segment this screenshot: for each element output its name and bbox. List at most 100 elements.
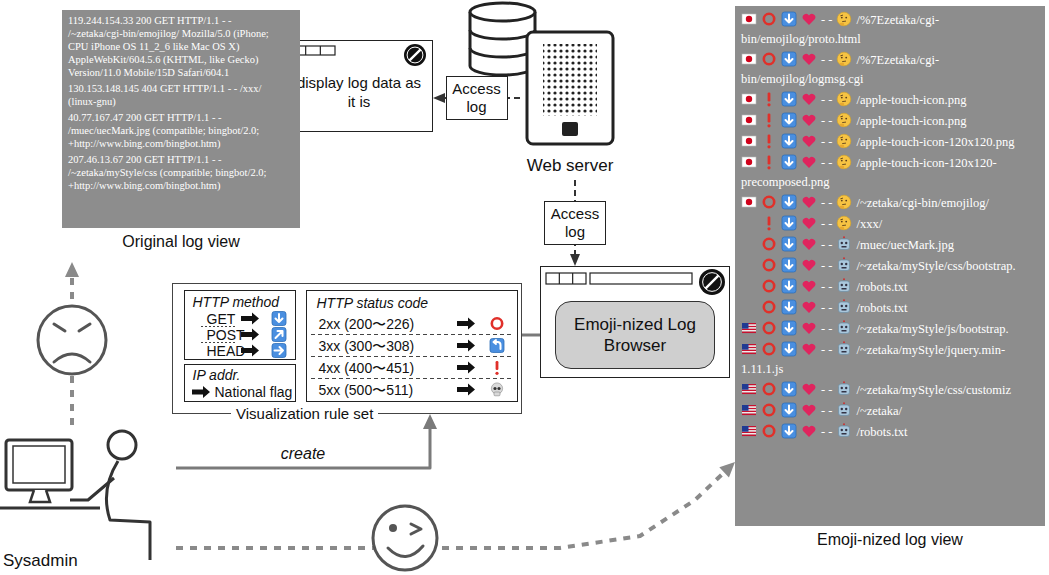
decor-path: [803, 384, 816, 395]
log-row: - -/apple-touch-icon.png: [741, 90, 1041, 111]
arrowhead: [65, 262, 79, 277]
decor-rect: [768, 135, 771, 144]
sad-face: [38, 306, 106, 374]
decor-path: [786, 219, 793, 227]
log-panel: 119.244.154.33 200 GET HTTP/1.1 - - /~ze…: [62, 10, 300, 228]
method-icon: [781, 194, 797, 210]
agent-icon: [836, 402, 852, 418]
decor-rect: [782, 237, 796, 251]
status-icon: [761, 154, 777, 170]
decor-rect: [742, 136, 756, 146]
decor-circle: [767, 103, 770, 106]
decor-g: [803, 94, 816, 105]
decor-circle: [841, 263, 843, 265]
decor-path: [306, 46, 321, 55]
node-label: Web server: [500, 156, 640, 176]
decor-g: [839, 402, 850, 415]
arrowhead: [719, 462, 735, 477]
decor-circle: [838, 113, 852, 127]
arrowhead: [433, 93, 445, 103]
log-field: - -: [821, 343, 832, 357]
decor-circle: [767, 124, 770, 127]
row-separator: [311, 334, 513, 335]
log-path: /robots.txt: [856, 280, 907, 294]
decor-g: [742, 426, 756, 436]
heart-icon: [801, 341, 817, 357]
decor-circle: [373, 506, 437, 570]
decor-circle: [746, 96, 752, 102]
rule-row: 4xx (400〜451): [307, 357, 517, 379]
decor-g: [782, 258, 796, 272]
decor-circle: [767, 166, 770, 169]
log-field: - -: [821, 53, 832, 67]
heart-icon: [801, 154, 817, 170]
decor-rect: [839, 302, 850, 313]
log-field: - -: [821, 259, 832, 273]
rule-box: IP addr.National flag: [184, 364, 296, 402]
decor-circle: [845, 263, 847, 265]
decor-path: [841, 137, 847, 144]
decor-g: [782, 216, 796, 230]
decor-g: [803, 384, 816, 395]
decor-path: [54, 324, 90, 331]
decor-rect: [782, 382, 796, 396]
winking-face: [373, 506, 437, 570]
decor-g: [803, 260, 816, 271]
decor-rect: [742, 432, 756, 433]
log-path: /~zetaka/myStyle/css/bootstrap.: [856, 259, 1015, 273]
decor-circle: [841, 284, 843, 286]
sysadmin-figure: [0, 431, 150, 560]
decor-circle: [495, 371, 498, 374]
decor-rect: [742, 115, 756, 125]
decor-circle: [764, 426, 774, 436]
decor-rect: [742, 197, 756, 207]
log-row: - -/%7Ezetaka/cgi-bin/emojilog/logmsg.cg…: [741, 50, 1041, 90]
flag-icon: [741, 320, 757, 336]
status-icon: [761, 423, 777, 439]
decor-circle: [746, 16, 752, 22]
decor-circle: [845, 305, 847, 307]
decor-path: [493, 340, 500, 349]
edge-label: create: [278, 444, 328, 464]
decor-rect: [839, 323, 850, 334]
log-field: - -: [821, 404, 832, 418]
decor-g: [764, 239, 774, 249]
decor-rect: [768, 93, 771, 102]
decor-path: [803, 281, 816, 292]
decor-rect: [742, 405, 749, 411]
decor-g: [839, 236, 850, 249]
decor-rect: [543, 44, 597, 116]
flag-icon: [741, 423, 757, 439]
flag-icon: [741, 236, 757, 252]
decor-g: [803, 405, 816, 416]
decor-path: [803, 197, 816, 208]
decor-rect: [742, 330, 756, 331]
decor-circle: [497, 386, 500, 389]
window-chrome: [286, 41, 434, 71]
decor-circle: [841, 139, 843, 141]
decor-rect: [782, 216, 796, 230]
decor-g: [838, 113, 852, 127]
decor-rect: [782, 134, 796, 148]
decor-g: [782, 12, 796, 26]
decor-rect: [494, 392, 500, 396]
decor-g: [839, 257, 850, 270]
agent-icon: [836, 11, 852, 27]
agent-icon: [836, 423, 852, 439]
flag-icon: [741, 278, 757, 294]
decor-ellipse: [840, 206, 845, 209]
decor-g: [803, 323, 816, 334]
rule-icon: [490, 338, 504, 352]
status-icon: [761, 341, 777, 357]
rule-box: HTTP methodGETPOSTHEAD: [184, 290, 296, 360]
decor-rect: [782, 12, 796, 26]
rule-arrow: [457, 317, 475, 329]
decor-g: [838, 92, 852, 106]
decor-path: [388, 546, 423, 557]
rule-row: HEAD: [185, 343, 295, 359]
log-path: /~zetaka/: [856, 404, 902, 418]
decor-path: [786, 15, 793, 23]
decor-circle: [841, 97, 843, 99]
web-server: Web server: [520, 2, 620, 178]
decor-rect: [839, 260, 850, 271]
